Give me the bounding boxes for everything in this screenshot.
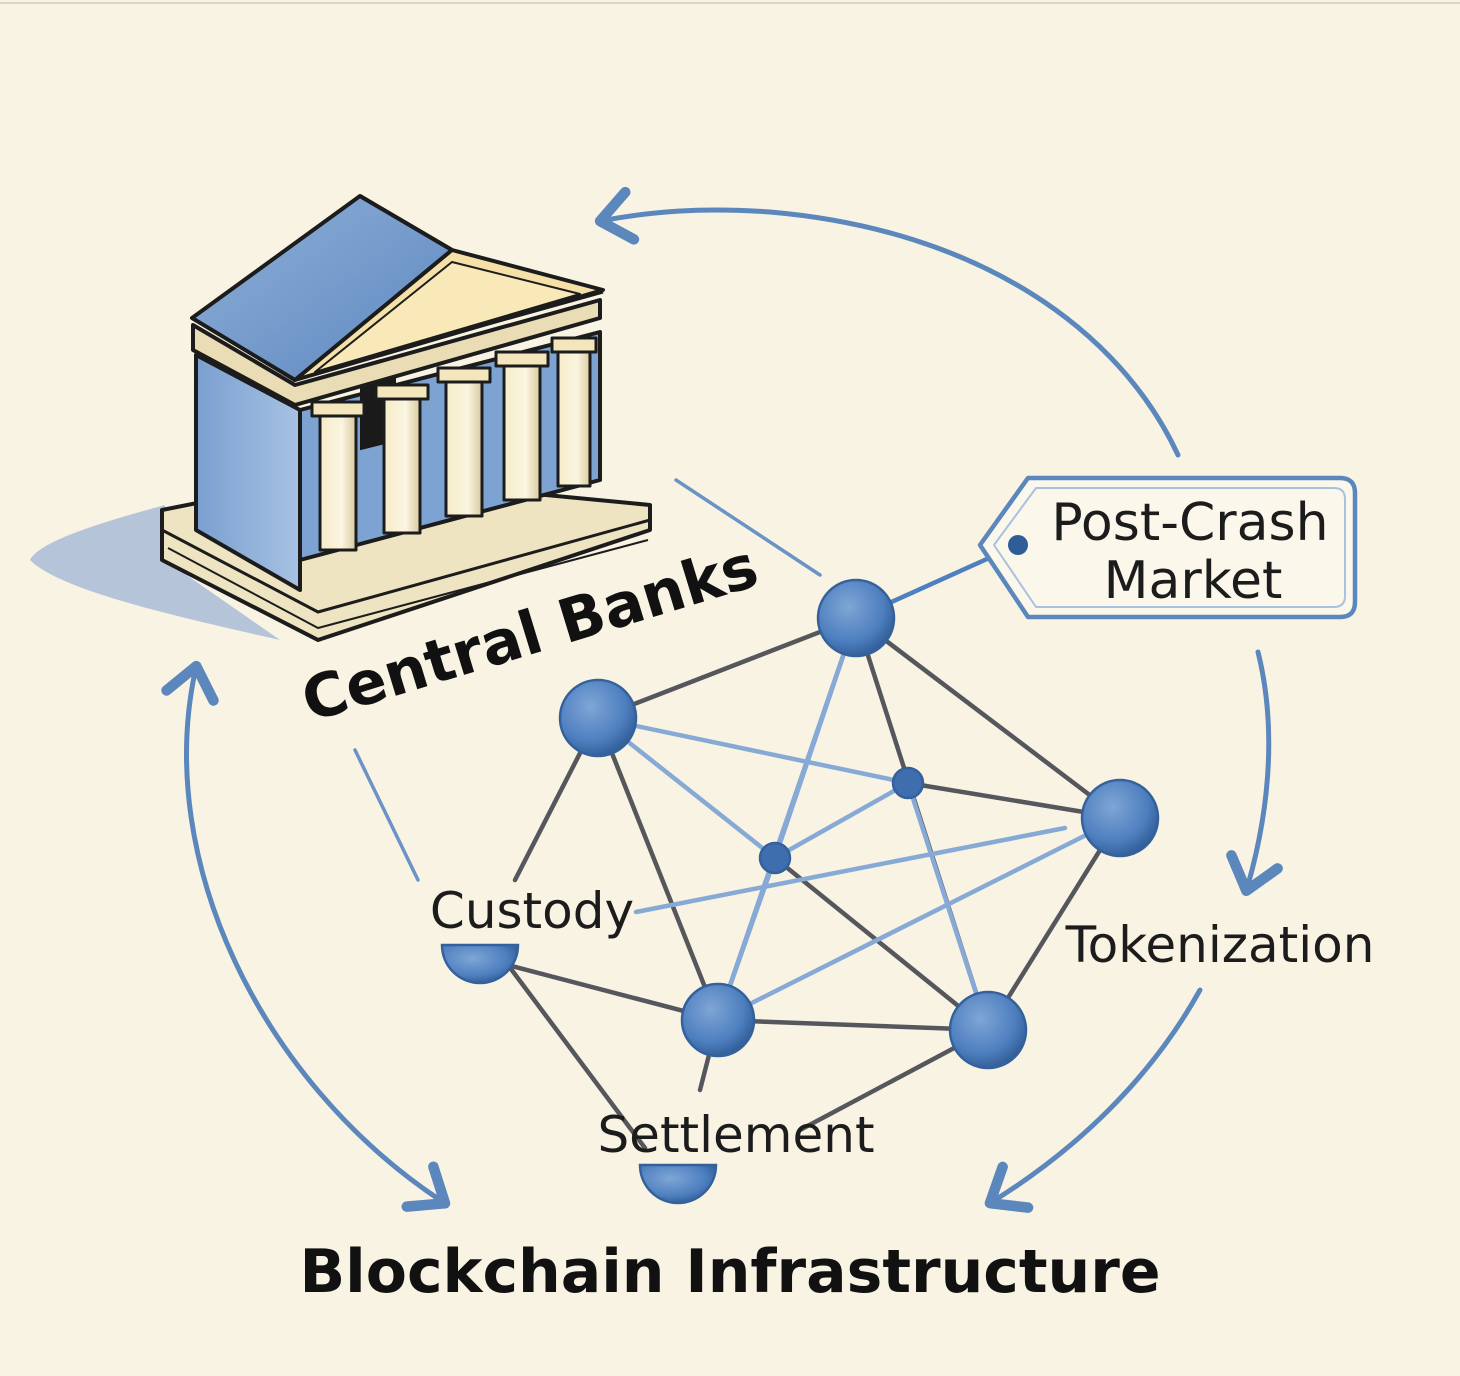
price-tag-icon (977, 475, 1358, 620)
node-settlement (638, 1163, 718, 1205)
market-label: Market (1104, 551, 1283, 611)
tokenization-label: Tokenization (1065, 916, 1375, 974)
node-small-center (758, 841, 792, 875)
node-bottom-right (948, 990, 1028, 1070)
node-small-upper (891, 766, 925, 800)
arrow-to-blockchain (984, 987, 1203, 1213)
blockchain-infrastructure-label: Blockchain Infrastructure (299, 1237, 1160, 1307)
connector-building-node (674, 478, 822, 577)
node-bottom-left (680, 982, 756, 1058)
connector-banks-custody (353, 748, 420, 882)
tag-hole (1008, 535, 1028, 555)
cycle-arrows (161, 186, 1283, 1213)
node-right (1080, 778, 1160, 858)
arrow-bidirectional-left (161, 660, 451, 1212)
node-top (816, 578, 896, 658)
arrow-to-central-banks (594, 186, 1181, 458)
arrow-to-tokenization (1226, 649, 1283, 897)
node-left (558, 678, 638, 758)
custody-label: Custody (430, 882, 634, 940)
settlement-label: Settlement (597, 1106, 874, 1164)
connector-lines (353, 478, 822, 882)
post-crash-label: Post-Crash (1051, 493, 1328, 553)
bank-building-icon (30, 194, 652, 642)
node-custody (440, 943, 520, 985)
network-nodes (440, 578, 1160, 1205)
network-edges (505, 542, 1123, 1151)
